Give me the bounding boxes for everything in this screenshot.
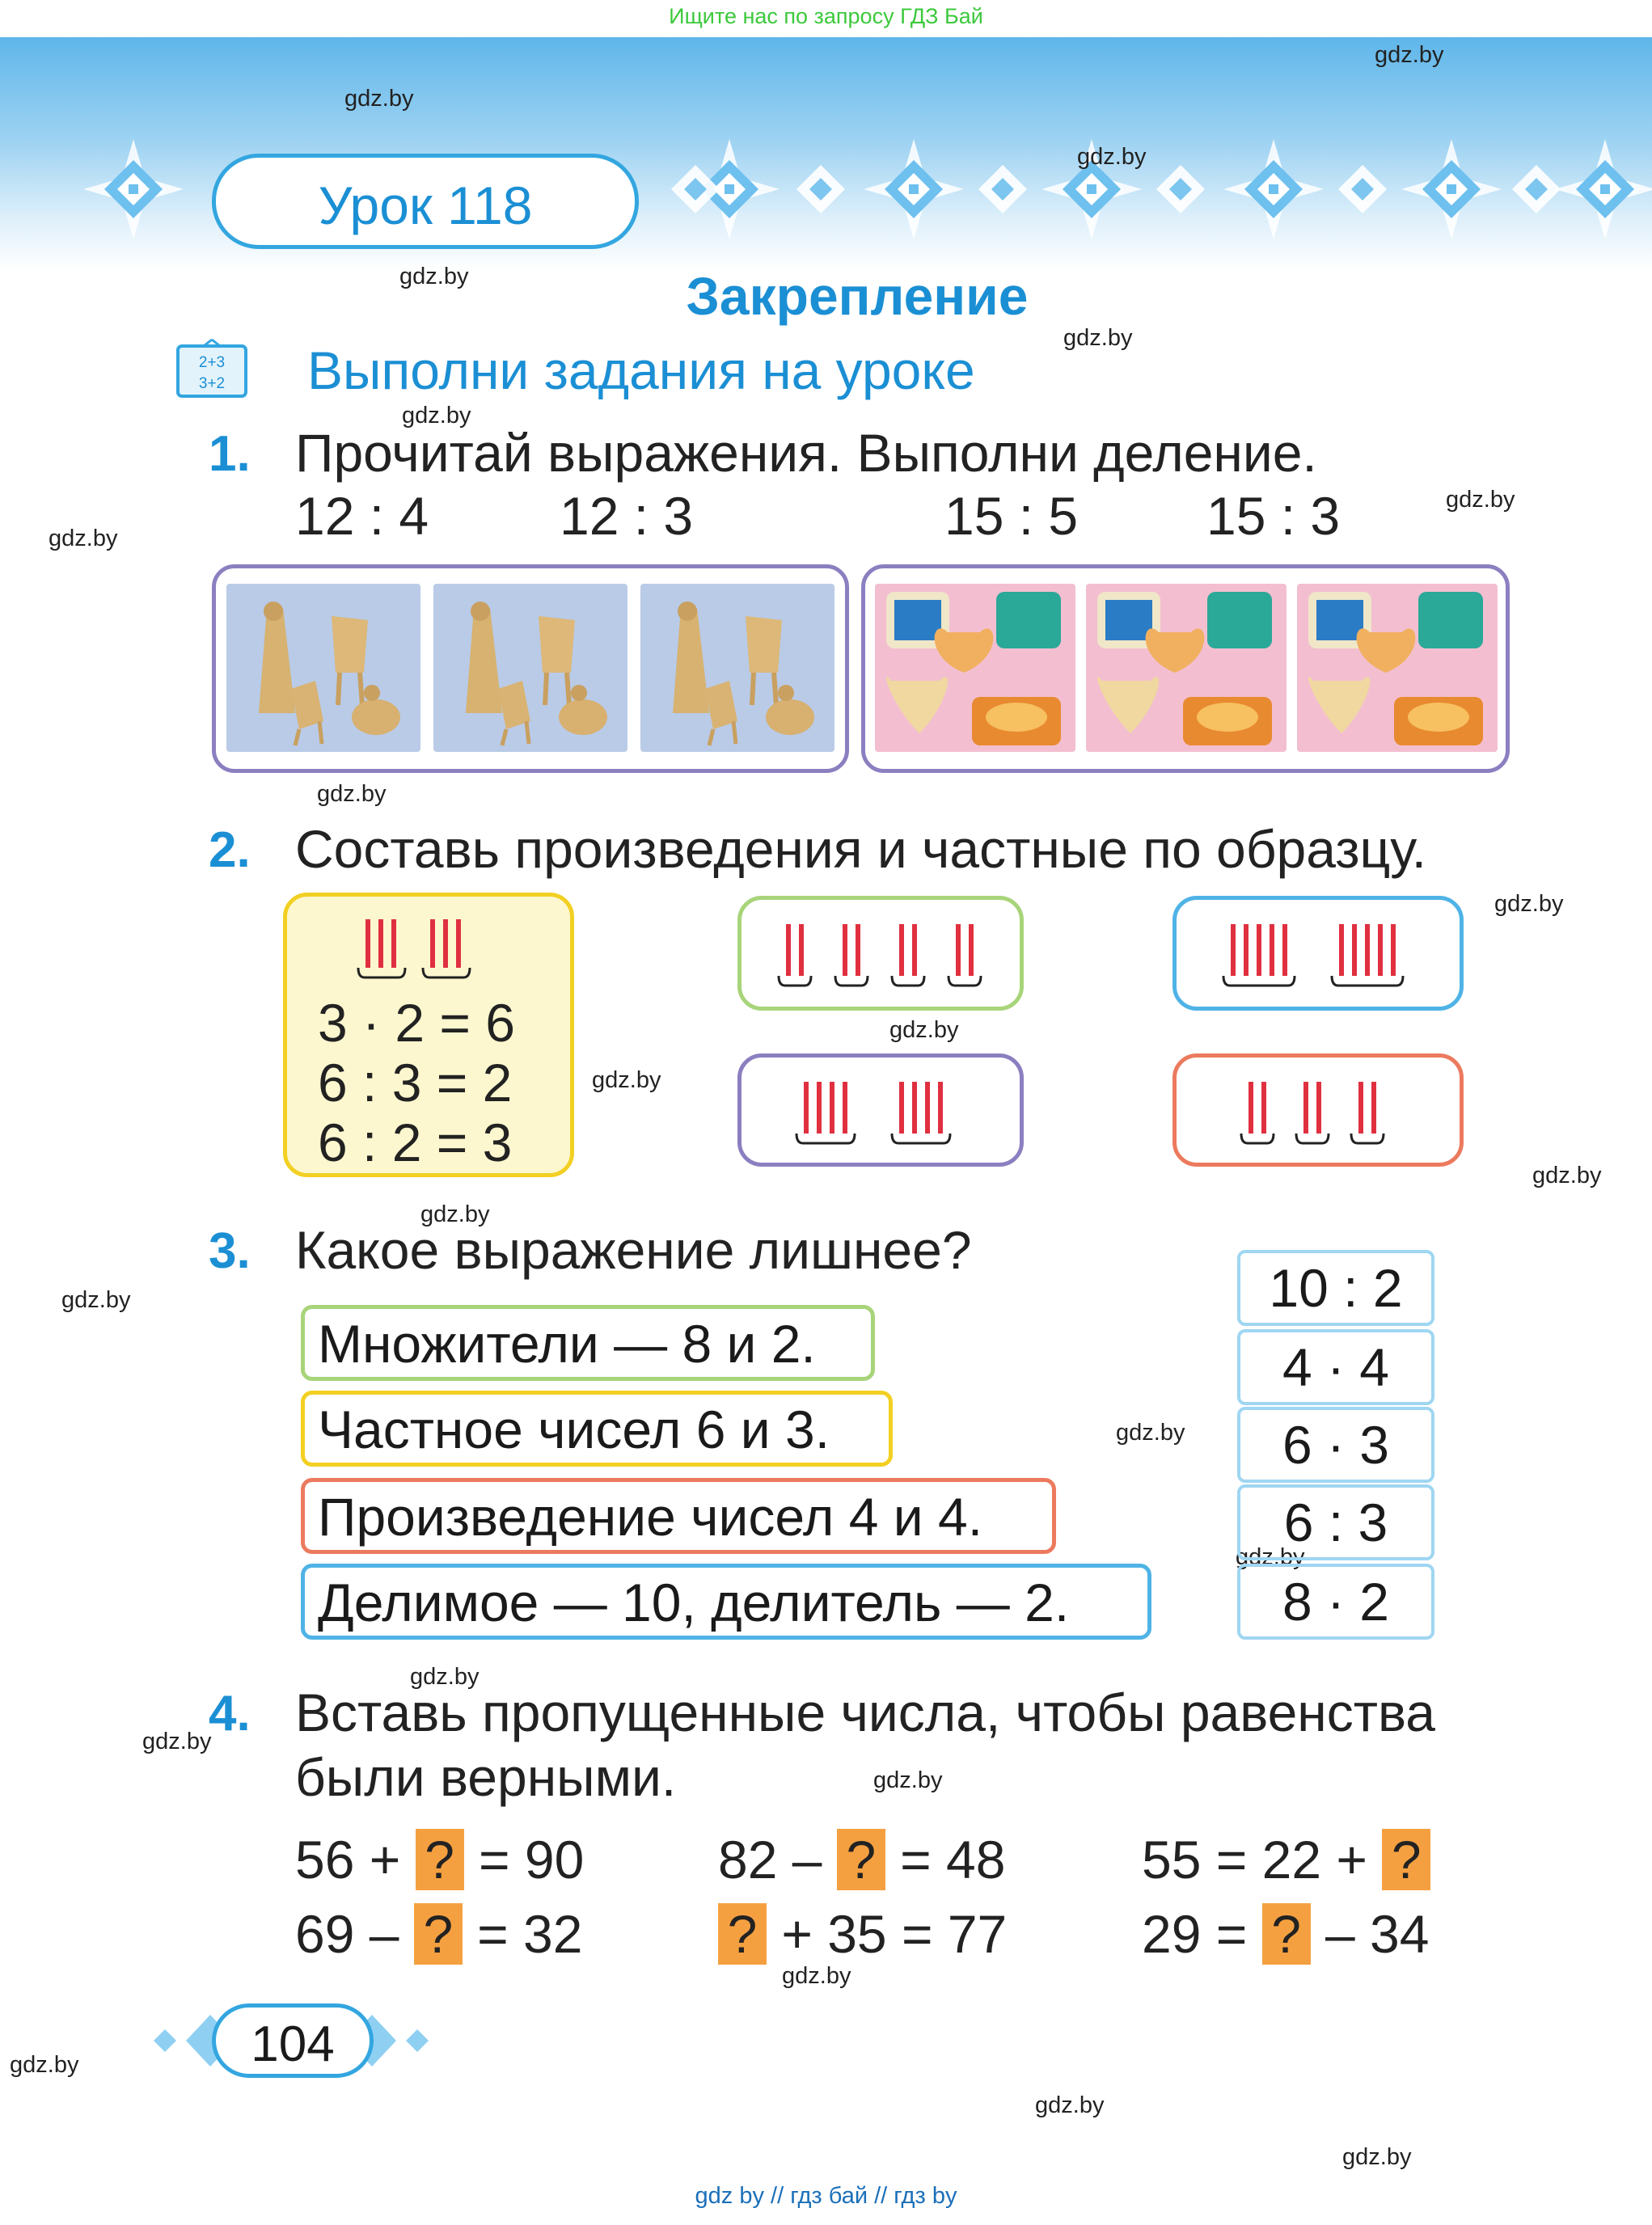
sample-product: 3 · 2 = 6 [318,993,515,1053]
watermark: gdz.by [317,781,387,807]
watermark: gdz.by [420,1201,490,1227]
watermark: gdz.by [344,86,414,112]
watermark: gdz.by [1035,2092,1105,2118]
equation-d: 69 – ? = 32 [295,1903,583,1965]
watermark: gdz.by [1077,144,1147,170]
subheading: Выполни задания на уроке [307,340,975,400]
straw-toys-photo [640,584,834,752]
board-line-1: 2+3 [199,354,225,371]
expression-card: 6 · 3 [1237,1407,1434,1483]
watermark: gdz.by [1342,2144,1412,2170]
watermark: gdz.by [889,1017,959,1043]
lesson-title: Урок 118 [212,154,639,249]
watermark: gdz.by [873,1767,943,1793]
board-line-2: 3+2 [199,375,225,392]
sticks-card-4x2 [737,896,1024,1011]
page-number: 104 [212,2003,374,2078]
sticks-card-2x4 [737,1053,1024,1167]
watermark: gdz.by [782,1963,851,1989]
missing-number[interactable]: ? [1382,1829,1431,1890]
task-1-expr: 12 : 3 [560,486,694,546]
watermark: gdz.by [1116,1420,1185,1446]
task-2-text: Составь произведения и частные по образц… [295,819,1427,879]
task-4-number: 4. [209,1686,251,1742]
missing-number[interactable]: ? [413,1903,463,1965]
watermark: gdz.by [399,264,469,289]
statement-card: Делимое — 10, делитель — 2. [301,1564,1151,1640]
expression-card: 6 : 3 [1237,1484,1434,1560]
watermark: gdz.by [1446,487,1515,513]
watermark: gdz.by [1063,325,1133,351]
task-3-number: 3. [209,1223,251,1279]
cookies-photo [1086,584,1287,752]
sticks-card-3x2 [1172,1053,1464,1167]
equation-c: 55 = 22 + ? [1142,1829,1431,1890]
missing-number[interactable]: ? [836,1829,885,1890]
sticks-3x2 [357,919,471,979]
sample-quotient: 6 : 3 = 2 [318,1053,513,1112]
task-1-text: Прочитай выражения. Выполни деление. [295,423,1317,483]
equation-f: 29 = ? – 34 [1142,1903,1430,1965]
expression-card: 8 · 2 [1237,1564,1434,1640]
sample-quotient: 6 : 2 = 3 [318,1112,513,1172]
task-3-text: Какое выражение лишнее? [295,1220,972,1280]
straw-toys-photo [226,584,420,752]
chalkboard-icon: 2+3 3+2 [171,338,252,403]
watermark: gdz.by [410,1664,480,1690]
cookies-photo [875,584,1075,752]
watermark: gdz.by [402,403,471,429]
statement-card: Частное чисел 6 и 3. [301,1391,893,1467]
missing-number[interactable]: ? [415,1829,464,1890]
expression-card: 10 : 2 [1237,1250,1434,1326]
topic-title: Закрепление [686,266,1029,326]
watermark: gdz.by [61,1287,131,1313]
cookies-photo [1297,584,1498,752]
task-1-number: 1. [209,426,251,482]
sample-card: 3 · 2 = 6 6 : 3 = 2 6 : 2 = 3 [283,893,574,1177]
task-4-text-line-1: Вставь пропущенные числа, чтобы равенств… [295,1682,1435,1742]
task-1-expr: 12 : 4 [295,486,429,546]
watermark: gdz.by [1494,891,1564,917]
missing-number[interactable]: ? [1261,1903,1311,1965]
task-1-expr: 15 : 3 [1206,486,1341,546]
task-2-number: 2. [209,822,251,878]
watermark: gdz.by [1375,42,1444,68]
missing-number[interactable]: ? [718,1903,767,1965]
statement-card: Произведение чисел 4 и 4. [301,1478,1056,1554]
watermark: gdz.by [1532,1163,1602,1188]
statement-card: Множители — 8 и 2. [301,1305,875,1381]
equation-b: 82 – ? = 48 [718,1829,1006,1890]
task-4-text-line-2: были верными. [295,1747,677,1807]
equation-e: ? + 35 = 77 [718,1903,1007,1965]
equation-a: 56 + ? = 90 [295,1829,585,1890]
search-banner: Ищите нас по запросу ГДЗ Бай [669,4,983,28]
straw-toys-group [212,564,849,773]
watermark: gdz.by [592,1067,661,1093]
expression-card: 4 · 4 [1237,1329,1434,1405]
watermark: gdz.by [10,2052,79,2078]
cookies-group [861,564,1510,773]
straw-toys-photo [433,584,627,752]
watermark: gdz.by [49,526,118,551]
footer-links: gdz by // гдз бай // гдз by [695,2183,957,2209]
sticks-card-2x5 [1172,896,1464,1011]
task-1-expr: 15 : 5 [944,486,1079,546]
watermark: gdz.by [142,1729,212,1754]
